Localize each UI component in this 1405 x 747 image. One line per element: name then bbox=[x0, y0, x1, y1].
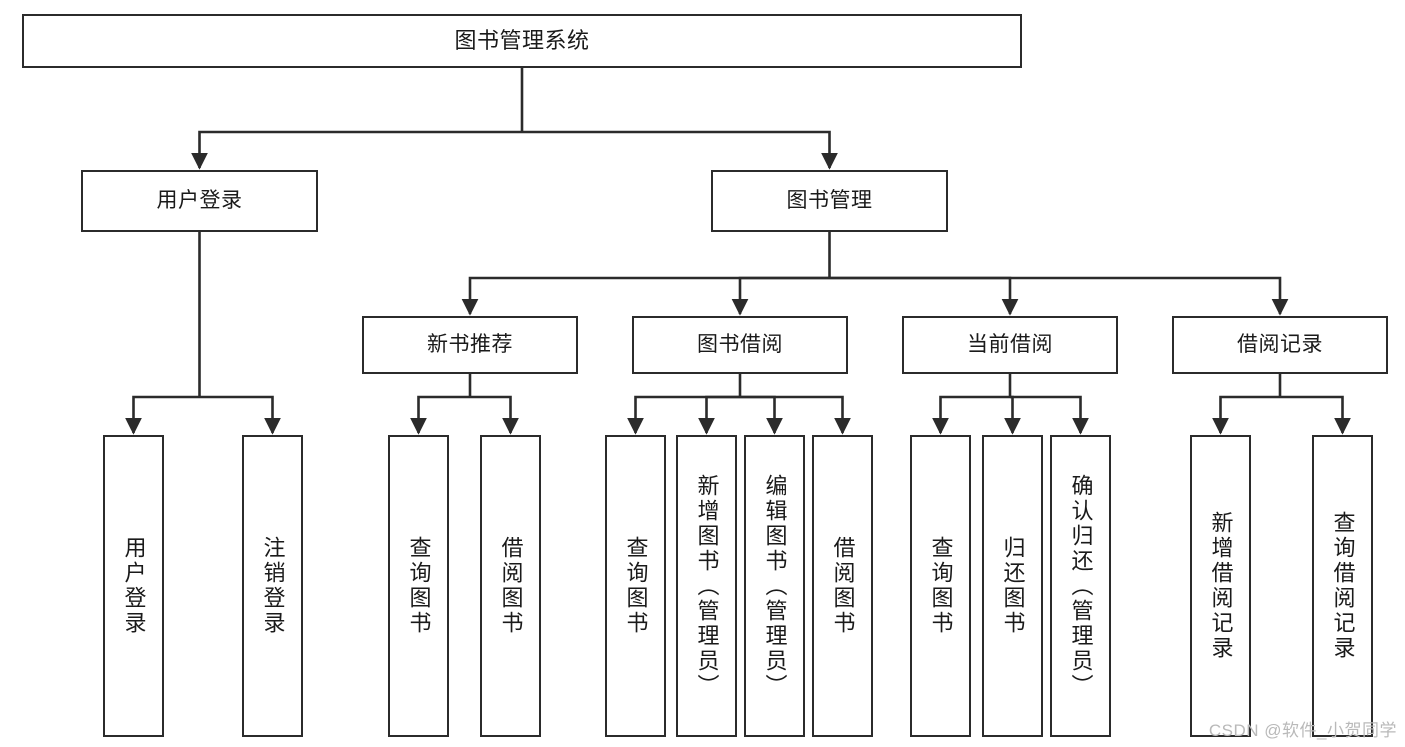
connector-current-borrow-to-leaf-confirm-return bbox=[1010, 395, 1089, 435]
node-label: 用户登录 bbox=[121, 536, 147, 636]
node-label: 注销登录 bbox=[260, 536, 286, 636]
node-leaf-return-book[interactable]: 归还图书 bbox=[982, 435, 1043, 737]
node-label: 确认归还（管理员） bbox=[1068, 473, 1094, 699]
connector-root-to-book-manage bbox=[522, 130, 838, 170]
node-leaf-query-record[interactable]: 查询借阅记录 bbox=[1312, 435, 1373, 737]
node-leaf-add-book[interactable]: 新增图书（管理员） bbox=[676, 435, 737, 737]
node-book-borrow[interactable]: 图书借阅 bbox=[632, 316, 848, 374]
node-label: 借阅图书 bbox=[830, 536, 856, 636]
node-label: 查询图书 bbox=[406, 536, 432, 636]
node-label: 归还图书 bbox=[1000, 536, 1026, 636]
node-user-login[interactable]: 用户登录 bbox=[81, 170, 318, 232]
node-leaf-add-record[interactable]: 新增借阅记录 bbox=[1190, 435, 1251, 737]
connector-current-borrow-to-leaf-query-book-cur bbox=[932, 395, 1010, 435]
connector-borrow-record-to-leaf-add-record bbox=[1212, 395, 1280, 435]
connector-new-book-recommend-to-leaf-query-book-rec bbox=[410, 395, 470, 435]
node-label: 查询图书 bbox=[623, 536, 649, 636]
node-label: 图书管理 bbox=[786, 188, 873, 212]
connector-book-borrow-to-leaf-add-book bbox=[698, 395, 740, 435]
node-leaf-query-book-rec[interactable]: 查询图书 bbox=[388, 435, 449, 737]
connector-book-manage-to-new-book-recommend bbox=[461, 276, 830, 316]
connector-new-book-recommend-to-leaf-borrow-book-rec bbox=[470, 395, 519, 435]
node-label: 图书管理系统 bbox=[454, 28, 590, 54]
node-leaf-edit-book[interactable]: 编辑图书（管理员） bbox=[744, 435, 805, 737]
node-label: 借阅图书 bbox=[498, 536, 524, 636]
connector-book-manage-to-current-borrow bbox=[829, 276, 1019, 316]
connector-book-borrow-to-leaf-query-book bbox=[627, 395, 740, 435]
node-label: 图书借阅 bbox=[697, 332, 783, 356]
node-leaf-borrow-book[interactable]: 借阅图书 bbox=[812, 435, 873, 737]
connector-book-manage-to-book-borrow bbox=[731, 276, 830, 316]
connector-current-borrow-to-leaf-return-book bbox=[1004, 395, 1021, 435]
node-leaf-logout[interactable]: 注销登录 bbox=[242, 435, 303, 737]
node-label: 新书推荐 bbox=[427, 332, 513, 356]
node-new-book-recommend[interactable]: 新书推荐 bbox=[362, 316, 578, 374]
node-label: 查询图书 bbox=[928, 536, 954, 636]
node-label: 新增借阅记录 bbox=[1208, 511, 1234, 661]
node-label: 用户登录 bbox=[156, 188, 243, 212]
connector-borrow-record-to-leaf-query-record bbox=[1280, 395, 1351, 435]
node-leaf-confirm-return[interactable]: 确认归还（管理员） bbox=[1050, 435, 1111, 737]
connector-book-borrow-to-leaf-edit-book bbox=[740, 395, 783, 435]
node-leaf-borrow-book-rec[interactable]: 借阅图书 bbox=[480, 435, 541, 737]
connector-book-borrow-to-leaf-borrow-book bbox=[740, 395, 851, 435]
node-label: 查询借阅记录 bbox=[1330, 511, 1356, 661]
node-borrow-record[interactable]: 借阅记录 bbox=[1172, 316, 1388, 374]
node-leaf-query-book[interactable]: 查询图书 bbox=[605, 435, 666, 737]
connector-book-manage-to-borrow-record bbox=[829, 276, 1289, 316]
connector-root-to-user-login bbox=[191, 130, 522, 170]
node-label: 新增图书（管理员） bbox=[694, 473, 720, 699]
node-book-manage[interactable]: 图书管理 bbox=[711, 170, 948, 232]
connector-user-login-to-leaf-logout bbox=[199, 395, 281, 435]
csdn-watermark: CSDN @软件_小贺同学 bbox=[1208, 721, 1397, 740]
node-leaf-query-book-cur[interactable]: 查询图书 bbox=[910, 435, 971, 737]
node-label: 借阅记录 bbox=[1237, 332, 1323, 356]
node-label: 当前借阅 bbox=[967, 332, 1053, 356]
connector-user-login-to-leaf-user-login bbox=[125, 395, 200, 435]
node-leaf-user-login[interactable]: 用户登录 bbox=[103, 435, 164, 737]
node-label: 编辑图书（管理员） bbox=[762, 473, 788, 699]
node-current-borrow[interactable]: 当前借阅 bbox=[902, 316, 1118, 374]
node-root[interactable]: 图书管理系统 bbox=[22, 14, 1022, 68]
